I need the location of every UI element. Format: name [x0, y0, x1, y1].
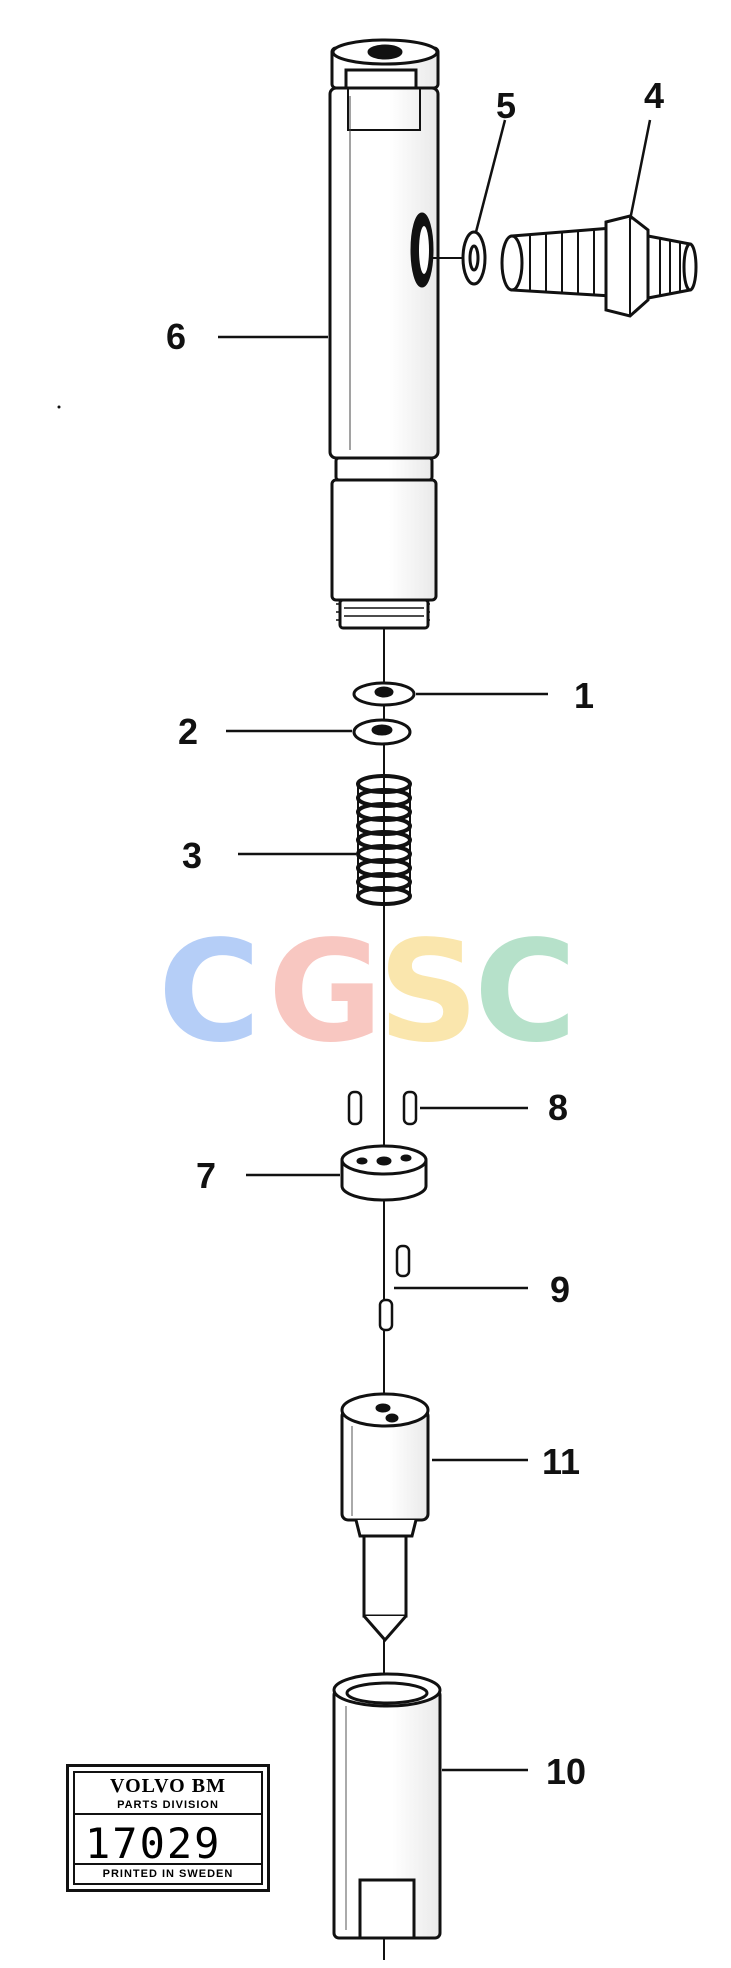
part-11-nozzle [340, 1392, 430, 1643]
watermark-letter-3: S [378, 911, 479, 1074]
callout-11: 11 [542, 1441, 580, 1482]
part-7-intermediate-plate [340, 1144, 428, 1202]
part-4-inlet-connector [500, 214, 698, 318]
watermark-letter-2: G [268, 911, 383, 1074]
part-1-washer [352, 681, 416, 707]
watermark-letter-1: C [158, 911, 261, 1074]
watermark: C G S C [158, 911, 577, 1074]
part-9-pins [378, 1244, 411, 1332]
callout-labels: 6 5 4 1 2 3 8 7 9 11 10 [166, 75, 664, 1792]
callout-8: 8 [548, 1087, 568, 1128]
parts-stamp: VOLVO BM PARTS DIVISION 17029 PRINTED IN… [66, 1764, 270, 1892]
part-6-nozzle-holder [328, 38, 440, 630]
stray-mark [57, 405, 61, 409]
callout-9: 9 [550, 1269, 570, 1310]
part-2-shim [352, 718, 412, 746]
callout-6: 6 [166, 316, 186, 357]
callout-3: 3 [182, 835, 202, 876]
stamp-division: PARTS DIVISION [75, 1799, 261, 1815]
callout-10: 10 [546, 1751, 586, 1792]
stamp-border: VOLVO BM PARTS DIVISION 17029 PRINTED IN… [73, 1771, 263, 1885]
callout-7: 7 [196, 1155, 216, 1196]
part-10-cap-nut [332, 1672, 442, 1940]
part-3-spring [356, 774, 412, 906]
part-8-dowel-pins [347, 1090, 418, 1126]
watermark-letter-4: C [474, 911, 577, 1074]
callout-2: 2 [178, 711, 198, 752]
stamp-brand: VOLVO BM [110, 1775, 226, 1797]
callout-1: 1 [574, 675, 594, 716]
stamp-number: 17029 [85, 1819, 222, 1868]
callout-4: 4 [644, 75, 664, 116]
stamp-footer: PRINTED IN SWEDEN [75, 1863, 261, 1883]
callout-5: 5 [496, 85, 516, 126]
leader-lines [218, 119, 652, 1772]
part-5-washer [432, 230, 487, 286]
